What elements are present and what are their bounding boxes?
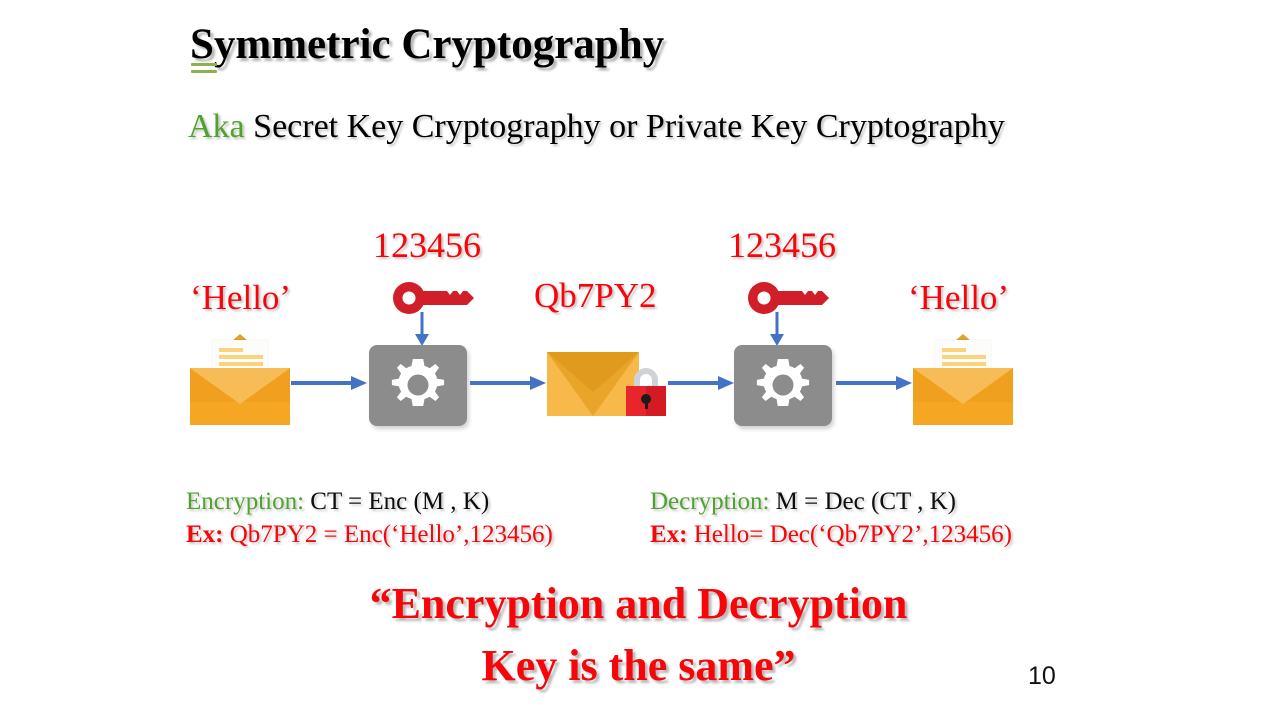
key-arrow-down-decrypt	[768, 312, 786, 353]
slide-subtitle: Aka Secret Key Cryptography or Private K…	[188, 108, 1005, 146]
envelope-locked-icon	[547, 352, 639, 416]
encryption-example-body: Qb7PY2 = Enc(‘Hello’,123456)	[223, 521, 553, 548]
encryption-formula-body: CT = Enc (M , K)	[304, 488, 490, 515]
key-label-decrypt: 123456	[728, 225, 836, 265]
title-underline-decoration	[191, 63, 217, 74]
page-title: Symmetric Cryptography	[190, 21, 665, 68]
plaintext-label-output: ‘Hello’	[908, 278, 1010, 317]
padlock-icon	[626, 368, 666, 416]
encryption-example: Ex: Qb7PY2 = Enc(‘Hello’,123456)	[186, 521, 553, 549]
envelope-open-icon	[913, 334, 1013, 425]
decryption-formula-body: M = Dec (CT , K)	[769, 488, 956, 515]
conclusion-line-1: “Encryption and Decryption	[369, 579, 908, 628]
decryption-engine-icon	[734, 345, 832, 426]
page-number: 10	[1028, 662, 1056, 690]
encryption-engine-icon	[369, 345, 467, 426]
gear-icon	[391, 359, 445, 406]
flow-arrow-3	[668, 374, 736, 397]
conclusion-line-2: Key is the same”	[481, 641, 796, 690]
decryption-formula: Decryption: M = Dec (CT , K)	[650, 488, 956, 516]
subtitle-aka-text: Aka	[188, 108, 245, 145]
key-label-encrypt: 123456	[373, 225, 481, 265]
flow-arrow-4	[836, 374, 914, 397]
decryption-example-body: Hello= Dec(‘Qb7PY2’,123456)	[687, 521, 1012, 548]
ciphertext-label: Qb7PY2	[534, 276, 657, 315]
plaintext-label-input: ‘Hello’	[190, 278, 292, 317]
gear-icon	[756, 359, 810, 406]
decryption-example: Ex: Hello= Dec(‘Qb7PY2’,123456)	[650, 521, 1012, 549]
encryption-example-label: Ex:	[186, 521, 224, 548]
encryption-formula: Encryption: CT = Enc (M , K)	[186, 488, 489, 516]
key-icon	[393, 281, 475, 315]
key-arrow-down-encrypt	[413, 312, 431, 353]
envelope-open-icon	[190, 334, 290, 425]
key-icon	[748, 281, 830, 315]
flow-arrow-2	[470, 374, 548, 397]
subtitle-rest-text: Secret Key Cryptography or Private Key C…	[244, 108, 1005, 145]
flow-arrow-1	[291, 374, 369, 397]
decryption-formula-label: Decryption:	[650, 488, 770, 515]
decryption-example-label: Ex:	[650, 521, 688, 548]
encryption-formula-label: Encryption:	[186, 488, 305, 515]
